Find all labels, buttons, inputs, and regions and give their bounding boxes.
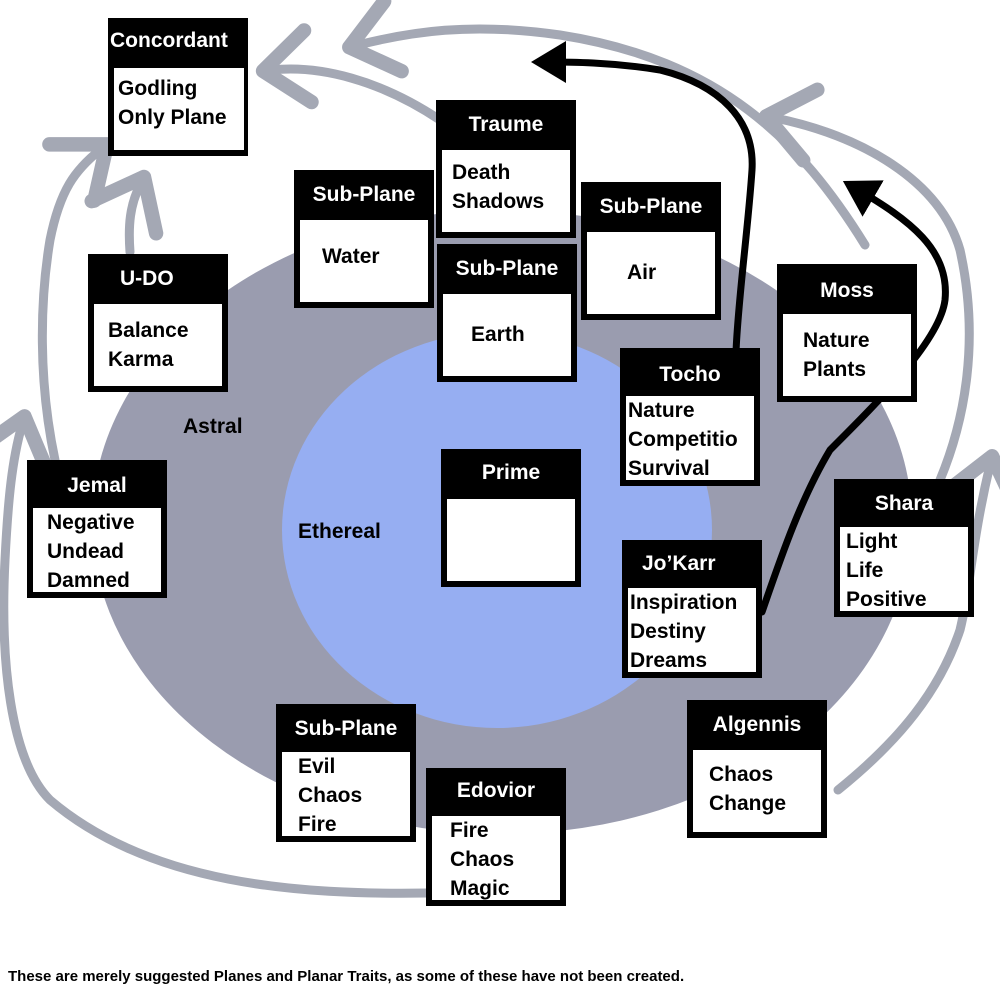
subplane-earth-title: Sub-Plane xyxy=(455,257,559,279)
prime-title: Prime xyxy=(481,461,541,483)
jokarr-title: Jo’Karr xyxy=(642,552,716,574)
jemal-line-3: Damned xyxy=(47,569,130,592)
jemal-box: Jemal Negative Undead Damned xyxy=(27,460,167,598)
subplane-water-line-1: Water xyxy=(322,245,380,268)
tocho-title: Tocho xyxy=(659,363,721,385)
tocho-box: Tocho Nature Competitio Survival xyxy=(620,348,760,486)
subplane-evil-line-2: Chaos xyxy=(298,784,363,807)
subplane-water-box: Sub-Plane Water xyxy=(294,170,434,308)
grey-arrow-udo-to-concordant xyxy=(84,169,164,257)
ethereal-label: Ethereal xyxy=(298,520,381,543)
edovior-line-2: Chaos xyxy=(450,848,515,871)
concordant-line-2: Only Plane xyxy=(118,106,227,129)
tocho-line-1: Nature xyxy=(628,399,695,422)
shara-line-1: Light xyxy=(846,530,898,553)
edovior-box: Edovior Fire Chaos Magic xyxy=(426,768,566,906)
udo-box: U-DO Balance Karma xyxy=(88,254,228,392)
jokarr-box: Jo’Karr Inspiration Destiny Dreams xyxy=(622,540,762,678)
subplane-earth-box: Sub-Plane Earth xyxy=(437,244,577,382)
grey-arrow-shara-to-moss xyxy=(758,82,974,485)
udo-title: U-DO xyxy=(120,267,174,289)
traume-title: Traume xyxy=(468,113,544,135)
concordant-title: Concordant xyxy=(110,29,228,51)
algennis-title: Algennis xyxy=(712,713,802,735)
shara-title: Shara xyxy=(874,492,934,514)
algennis-box: Algennis Chaos Change xyxy=(687,700,827,838)
shara-box: Shara Light Life Positive xyxy=(834,479,974,617)
moss-box: Moss Nature Plants xyxy=(777,264,917,402)
subplane-evil-line-3: Fire xyxy=(298,813,337,836)
subplane-evil-title: Sub-Plane xyxy=(294,717,398,739)
jemal-title: Jemal xyxy=(67,474,127,496)
subplane-evil-box: Sub-Plane Evil Chaos Fire xyxy=(276,704,416,842)
algennis-line-1: Chaos xyxy=(709,763,774,786)
jokarr-line-1: Inspiration xyxy=(630,591,738,614)
astral-label: Astral xyxy=(183,415,243,438)
shara-line-3: Positive xyxy=(846,588,927,611)
grey-arrow-jemal-to-concordant xyxy=(37,137,115,465)
jokarr-line-3: Dreams xyxy=(630,649,708,672)
moss-title: Moss xyxy=(820,279,874,301)
jemal-line-2: Undead xyxy=(47,540,125,563)
jemal-line-1: Negative xyxy=(47,511,135,534)
subplane-earth-line-1: Earth xyxy=(471,323,525,346)
grey-arrow-traume-to-concordant xyxy=(255,23,445,125)
edovior-line-3: Magic xyxy=(450,877,510,900)
udo-line-2: Karma xyxy=(108,348,174,371)
subplane-water-title: Sub-Plane xyxy=(312,183,416,205)
algennis-line-2: Change xyxy=(709,792,787,815)
subplane-evil-line-1: Evil xyxy=(298,755,336,778)
traume-box: Traume Death Shadows xyxy=(436,100,576,238)
traume-line-2: Shadows xyxy=(452,190,545,213)
prime-box: Prime xyxy=(441,449,581,587)
grey-arrow-edovior-to-jemal xyxy=(0,409,433,898)
edovior-title: Edovior xyxy=(456,779,536,801)
footnote: These are merely suggested Planes and Pl… xyxy=(8,968,685,985)
moss-line-1: Nature xyxy=(803,329,870,352)
moss-line-2: Plants xyxy=(803,358,867,381)
tocho-line-3: Survival xyxy=(628,457,710,480)
subplane-air-box: Sub-Plane Air xyxy=(581,182,721,320)
subplane-air-line-1: Air xyxy=(627,261,657,284)
udo-line-1: Balance xyxy=(108,319,189,342)
grey-arrow-algennis-to-shara xyxy=(833,449,1000,795)
traume-line-1: Death xyxy=(452,161,511,184)
black-arrow-tocho-to-top xyxy=(531,41,756,356)
tocho-line-2: Competitio xyxy=(628,428,738,451)
prime-content-area xyxy=(447,499,575,581)
jokarr-line-2: Destiny xyxy=(630,620,706,643)
concordant-line-1: Godling xyxy=(118,77,198,100)
concordant-box: Concordant Godling Only Plane xyxy=(108,18,248,156)
edovior-line-1: Fire xyxy=(450,819,489,842)
subplane-air-title: Sub-Plane xyxy=(599,195,703,217)
shara-line-2: Life xyxy=(846,559,884,582)
